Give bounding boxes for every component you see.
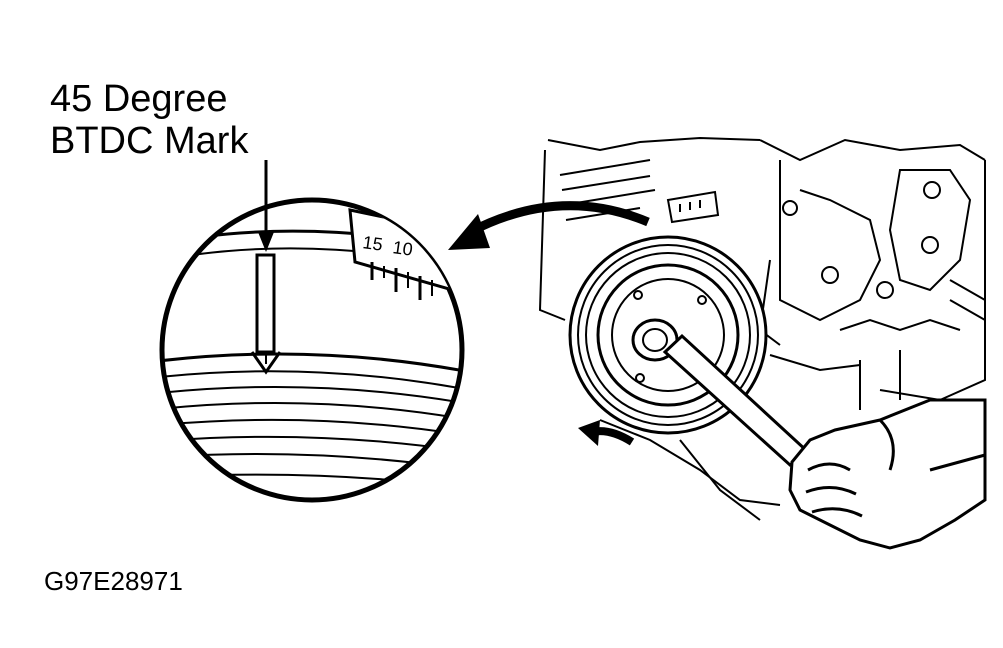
- rotation-arrow: [578, 420, 635, 446]
- scale-number-10: 10: [391, 237, 414, 260]
- hand: [788, 398, 987, 550]
- magnify-arrow: [448, 201, 650, 250]
- figure-id: G97E28971: [44, 566, 183, 596]
- timing-mark-pointer: [255, 253, 276, 354]
- scale-number-15: 15: [361, 232, 384, 255]
- magnified-detail-view: 15 10: [159, 197, 465, 503]
- callout-arrow: [258, 160, 274, 252]
- callout-line-2: BTDC Mark: [50, 120, 249, 162]
- callout-line-1: 45 Degree: [50, 78, 228, 120]
- callout-label: 45 Degree BTDC Mark: [50, 78, 248, 162]
- engine-assembly: [538, 136, 986, 521]
